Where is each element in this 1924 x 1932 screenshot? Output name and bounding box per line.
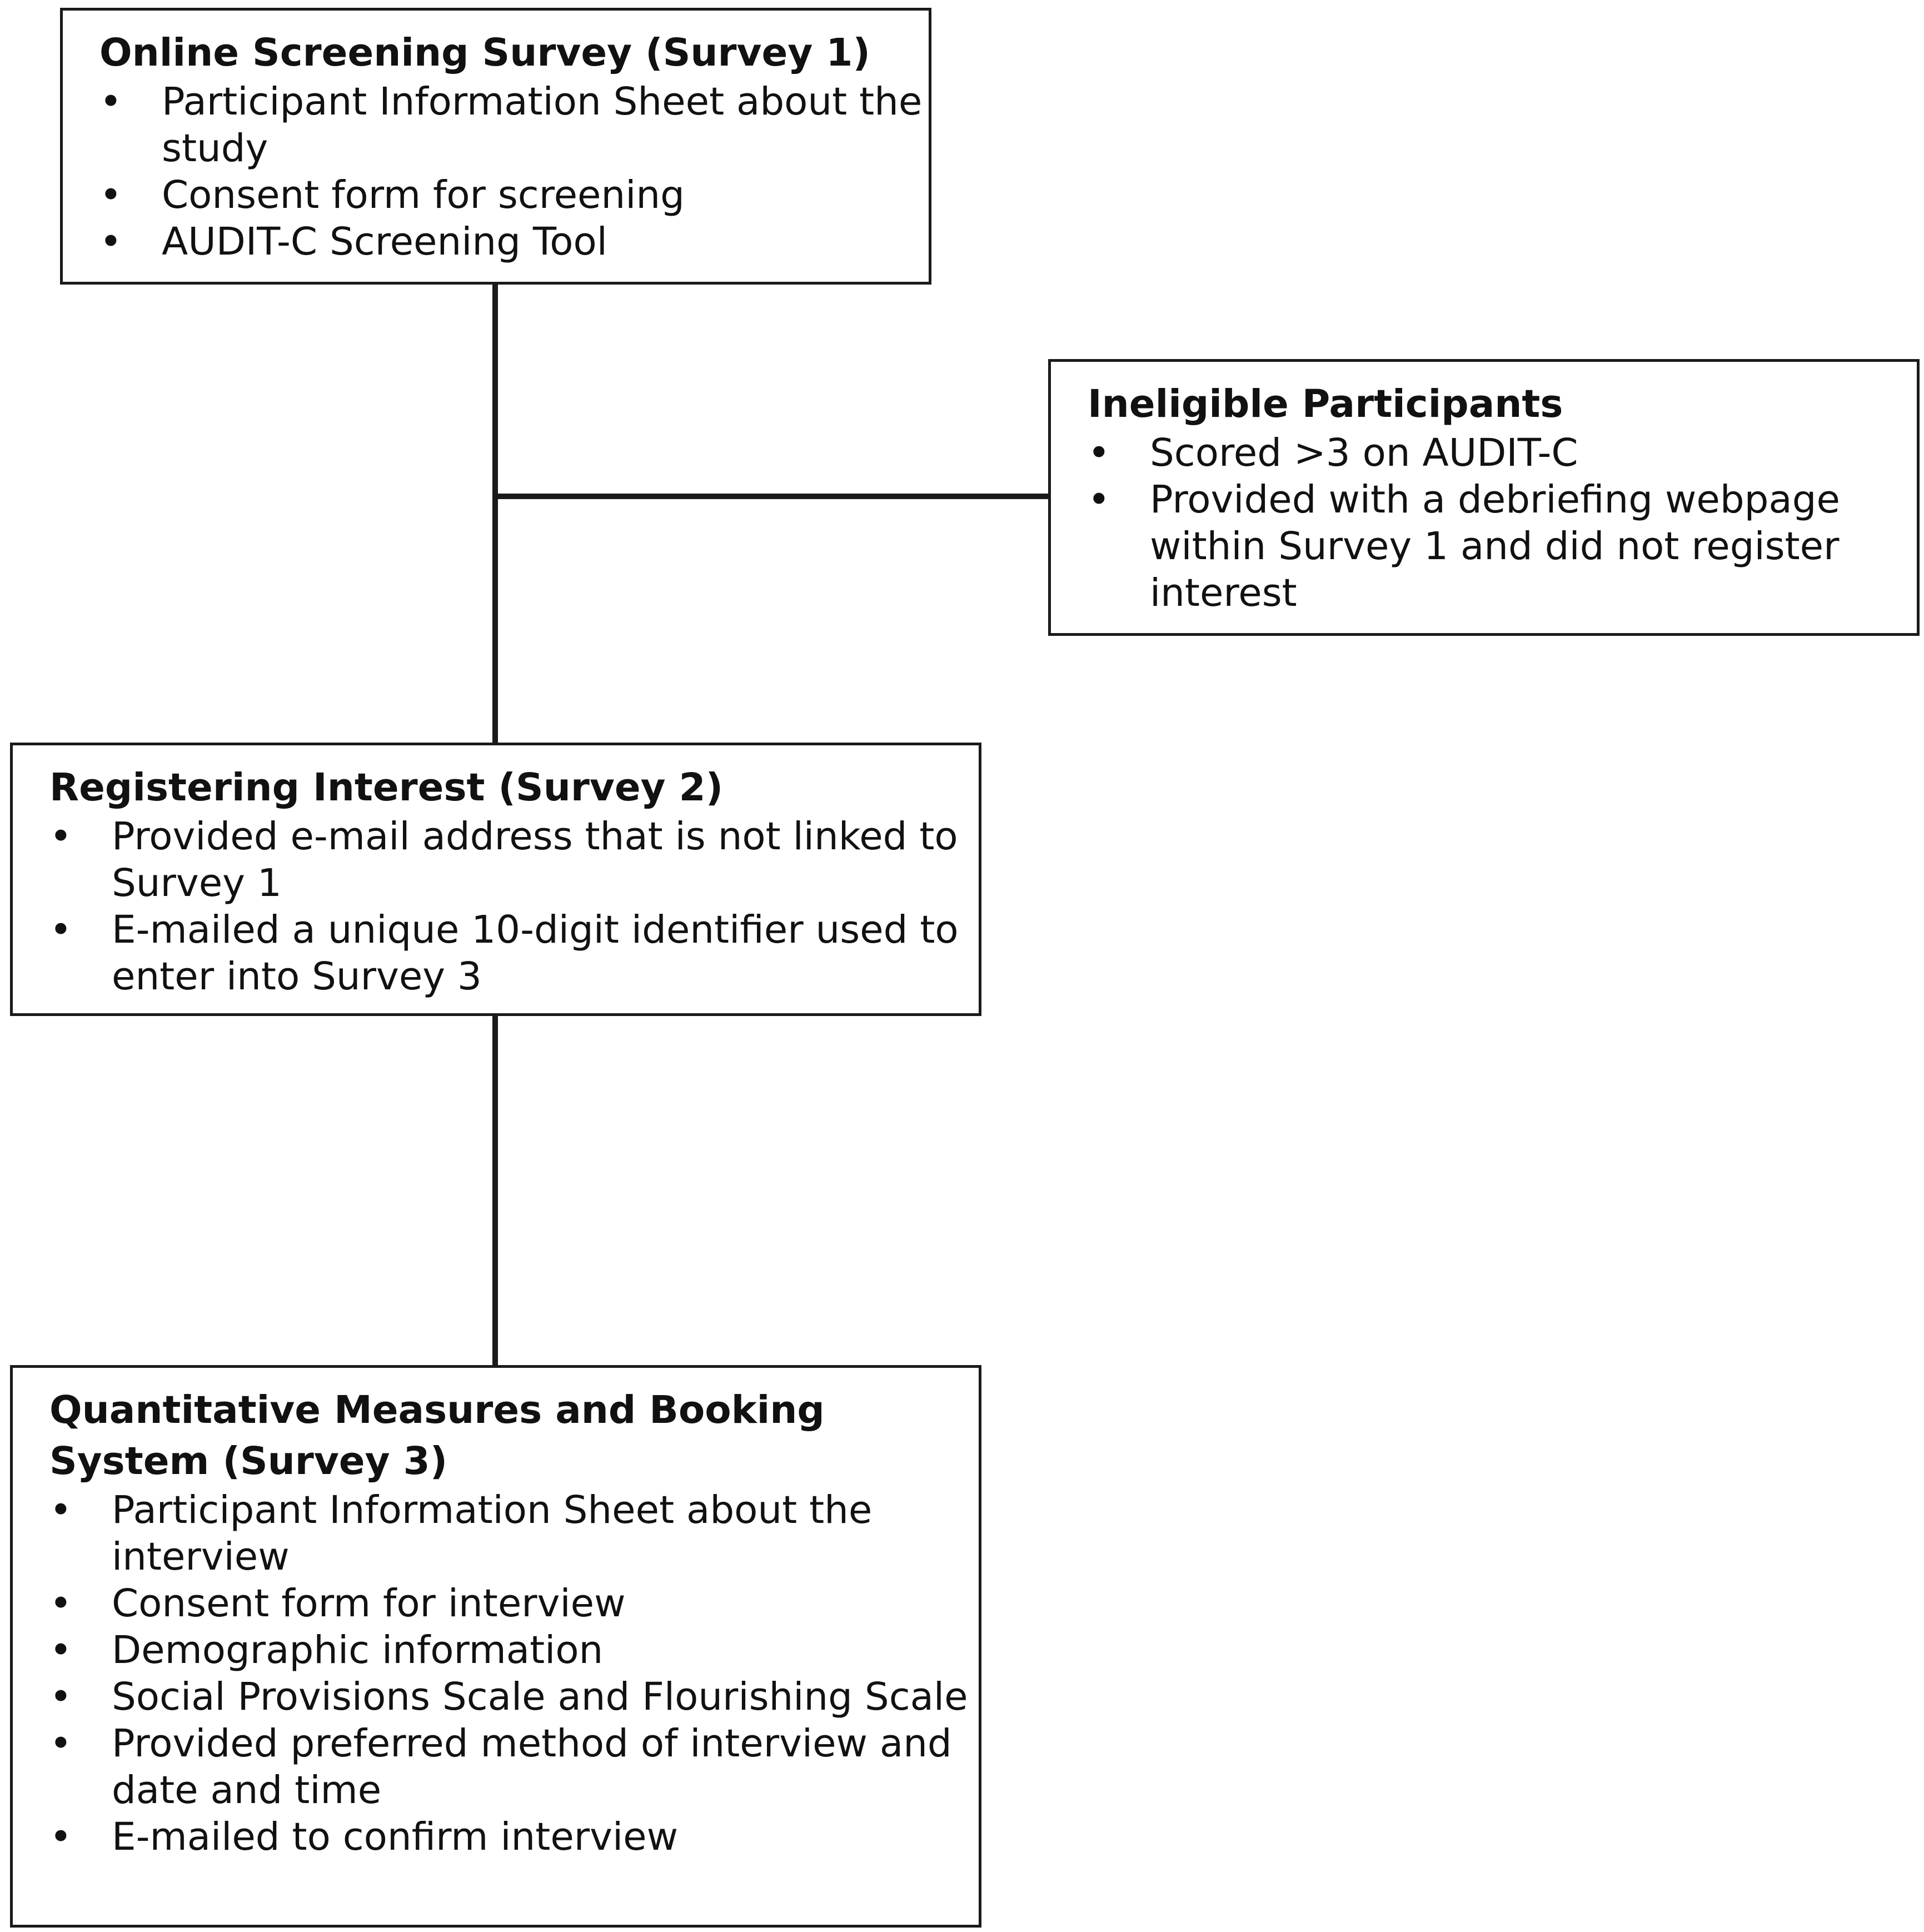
survey1-box: Online Screening Survey (Survey 1) • Part… — [60, 8, 931, 285]
list-item-text: Provided e-mail address that is not link… — [112, 814, 958, 905]
list-item: • E-mailed a unique 10-digit identifier u… — [49, 907, 979, 1000]
survey2-list: • Provided e-mail address that is not lin… — [49, 813, 979, 1000]
list-item: • AUDIT-C Screening Tool — [99, 218, 929, 265]
list-item: • Provided with a debriefing webpage with… — [1088, 476, 1917, 616]
list-item: • Participant Information Sheet about the… — [99, 78, 929, 172]
survey3-title: Quantitative Measures and Booking System… — [49, 1388, 825, 1483]
ineligible-title: Ineligible Participants — [1088, 382, 1563, 426]
list-item-text: Participant Information Sheet about the … — [112, 1488, 873, 1579]
list-item: • Social Provisions Scale and Flourishing… — [49, 1674, 979, 1720]
bullet-icon: • — [49, 908, 72, 952]
list-item: • E-mailed to confirm interview — [49, 1814, 979, 1860]
survey1-list: • Participant Information Sheet about the… — [99, 78, 929, 265]
list-item: • Provided e-mail address that is not lin… — [49, 813, 979, 907]
list-item: • Consent form for interview — [49, 1580, 979, 1627]
bullet-icon: • — [99, 173, 122, 217]
ineligible-list: • Scored >3 on AUDIT-C • Provided with a d… — [1088, 430, 1917, 616]
connector-to-ineligible — [492, 494, 1048, 499]
list-item-text: Scored >3 on AUDIT-C — [1150, 431, 1578, 475]
bullet-icon: • — [1088, 431, 1110, 475]
survey3-list: • Participant Information Sheet about the… — [49, 1487, 979, 1860]
list-item-text: E-mailed a unique 10-digit identifier us… — [112, 908, 959, 999]
connector-survey1-to-survey2 — [492, 285, 498, 743]
bullet-icon: • — [99, 79, 122, 124]
list-item-text: AUDIT-C Screening Tool — [162, 220, 607, 264]
bullet-icon: • — [49, 1488, 72, 1532]
bullet-icon: • — [49, 1815, 72, 1859]
list-item-text: Demographic information — [112, 1628, 604, 1672]
bullet-icon: • — [49, 1581, 72, 1626]
bullet-icon: • — [49, 1675, 72, 1719]
bullet-icon: • — [1088, 477, 1110, 522]
list-item: • Scored >3 on AUDIT-C — [1088, 430, 1917, 476]
list-item: • Demographic information — [49, 1627, 979, 1674]
list-item-text: Provided preferred method of interview a… — [112, 1721, 952, 1813]
list-item-text: Participant Information Sheet about the … — [162, 79, 923, 171]
list-item-text: Consent form for screening — [162, 173, 685, 217]
list-item: • Participant Information Sheet about the… — [49, 1487, 979, 1580]
survey2-box: Registering Interest (Survey 2) • Provide… — [10, 743, 981, 1016]
list-item-text: Consent form for interview — [112, 1581, 626, 1626]
bullet-icon: • — [49, 1628, 72, 1672]
survey1-title: Online Screening Survey (Survey 1) — [99, 31, 870, 75]
survey3-box: Quantitative Measures and Booking System… — [10, 1365, 981, 1928]
connector-survey2-to-survey3 — [492, 1016, 498, 1365]
bullet-icon: • — [99, 220, 122, 264]
list-item-text: Social Provisions Scale and Flourishing … — [112, 1675, 968, 1719]
list-item-text: Provided with a debriefing webpage withi… — [1150, 477, 1840, 615]
bullet-icon: • — [49, 1721, 72, 1766]
bullet-icon: • — [49, 814, 72, 859]
ineligible-box: Ineligible Participants • Scored >3 on AU… — [1048, 359, 1920, 636]
survey2-title: Registering Interest (Survey 2) — [49, 765, 724, 810]
list-item: • Provided preferred method of interview … — [49, 1720, 979, 1814]
list-item: • Consent form for screening — [99, 172, 929, 218]
list-item-text: E-mailed to confirm interview — [112, 1815, 679, 1859]
